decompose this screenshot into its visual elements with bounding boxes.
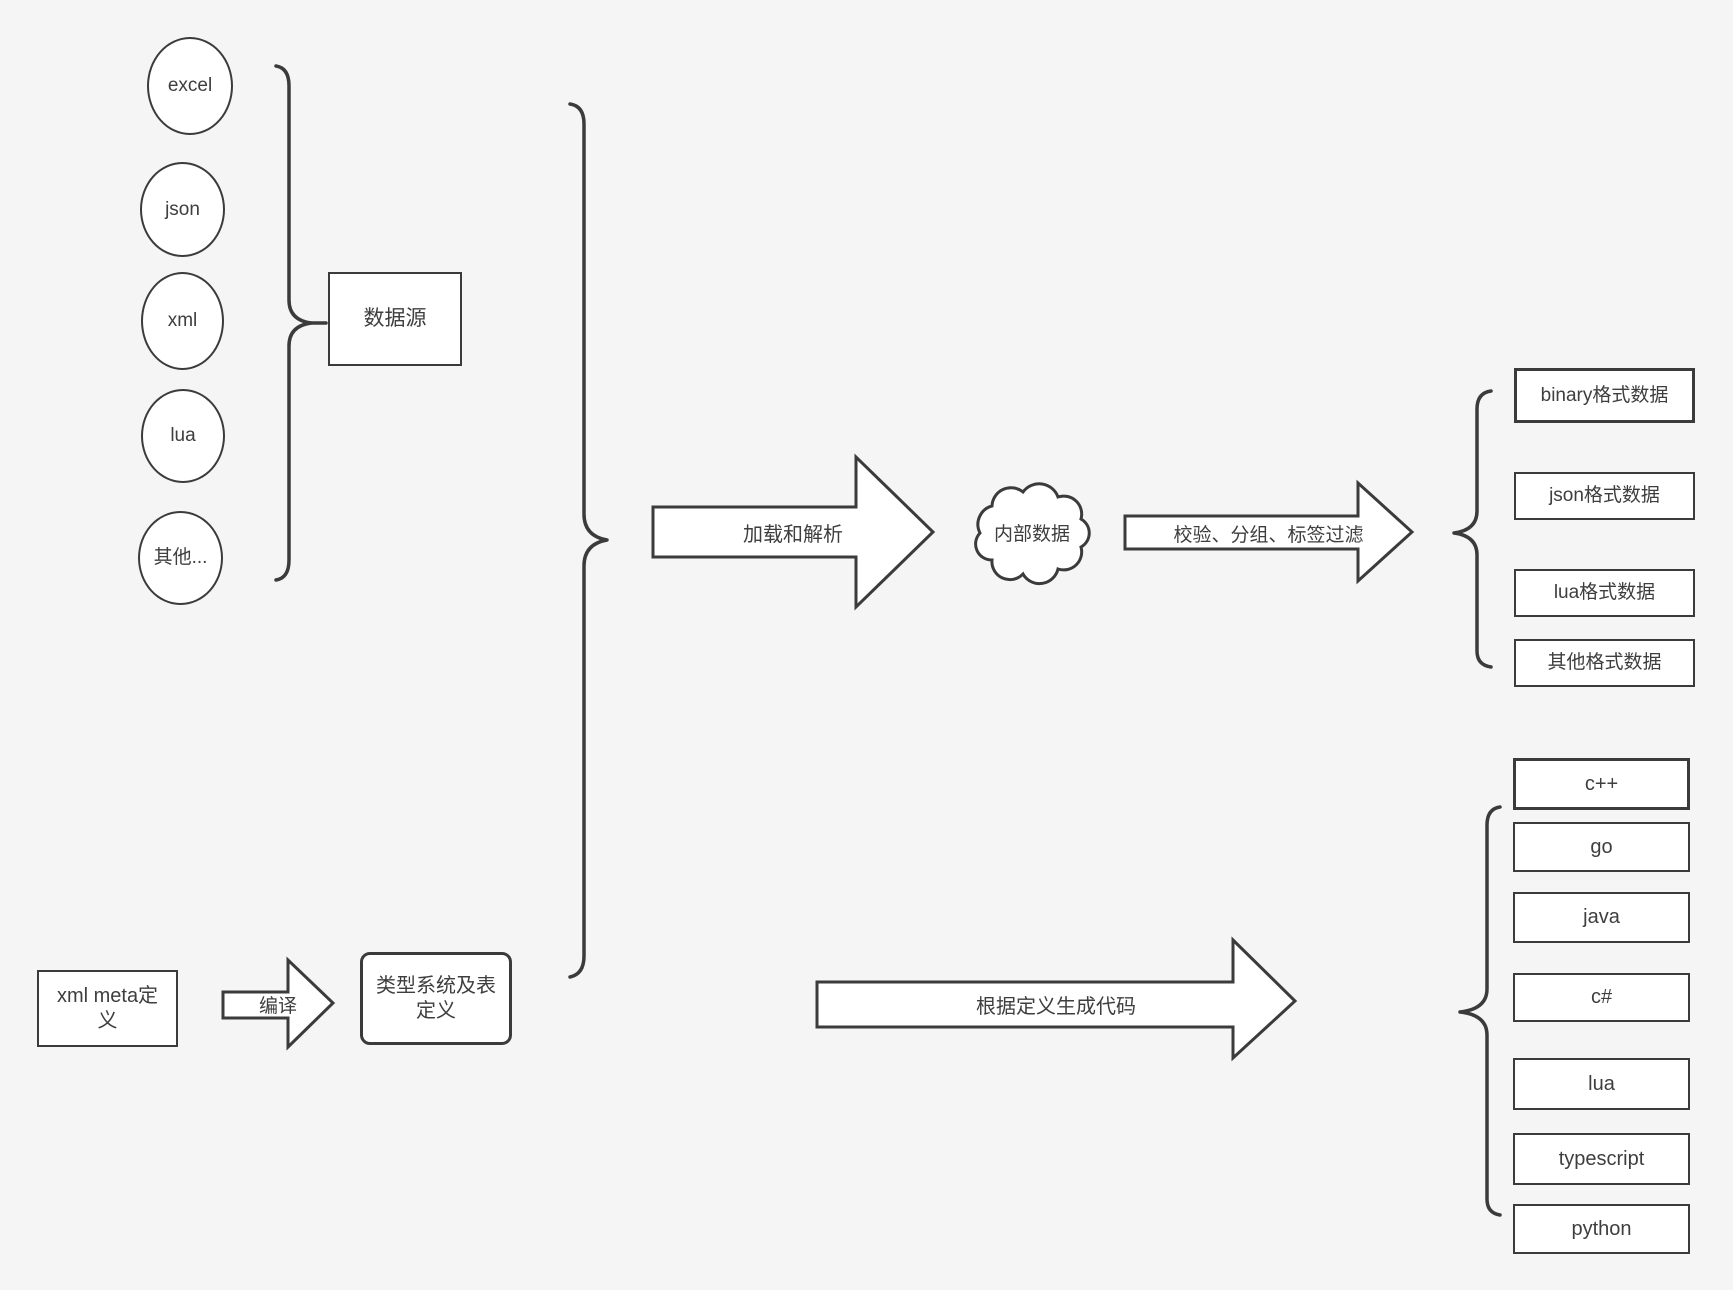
languages-brace <box>1458 805 1502 1217</box>
format-box-json: json格式数据 <box>1514 472 1695 520</box>
format-label-binary: binary格式数据 <box>1540 384 1669 406</box>
compile-arrow <box>221 956 336 1051</box>
language-box-typescript: typescript <box>1513 1133 1690 1185</box>
internal-data-cloud <box>974 482 1091 586</box>
language-label-lua: lua <box>1588 1072 1615 1095</box>
format-box-lua: lua格式数据 <box>1514 569 1695 617</box>
sources-brace <box>274 64 313 582</box>
inputs-brace <box>568 102 609 979</box>
source-label-other: 其他... <box>153 547 208 569</box>
load-parse-arrow <box>651 453 936 611</box>
data-source-label: 数据源 <box>363 306 427 330</box>
format-label-other: 其他格式数据 <box>1547 652 1662 674</box>
xml-meta-label: xml meta定义 <box>56 984 159 1032</box>
language-box-cpp: c++ <box>1513 758 1690 810</box>
format-box-binary: binary格式数据 <box>1514 368 1695 423</box>
format-label-json: json格式数据 <box>1549 485 1660 507</box>
format-label-lua: lua格式数据 <box>1553 582 1656 604</box>
language-label-typescript: typescript <box>1558 1147 1645 1170</box>
language-label-python: python <box>1571 1217 1632 1240</box>
source-label-lua: lua <box>170 425 196 447</box>
language-label-go: go <box>1590 835 1613 858</box>
format-box-other: 其他格式数据 <box>1514 639 1695 687</box>
language-box-lua: lua <box>1513 1058 1690 1110</box>
source-ellipse-excel: excel <box>147 37 233 135</box>
source-ellipse-lua: lua <box>141 389 225 483</box>
source-ellipse-other: 其他... <box>138 511 223 605</box>
source-label-json: json <box>165 198 200 220</box>
language-box-java: java <box>1513 892 1690 943</box>
type-system-label: 类型系统及表定义 <box>376 974 496 1022</box>
data-source-box: 数据源 <box>328 272 462 366</box>
formats-brace <box>1452 389 1493 669</box>
language-box-python: python <box>1513 1204 1690 1254</box>
language-label-cpp: c++ <box>1584 772 1619 795</box>
language-box-csharp: c# <box>1513 973 1690 1022</box>
filter-arrow <box>1123 479 1415 585</box>
type-system-box: 类型系统及表定义 <box>360 952 512 1045</box>
language-box-go: go <box>1513 822 1690 872</box>
language-label-java: java <box>1583 906 1620 928</box>
source-ellipse-json: json <box>140 162 225 257</box>
source-label-xml: xml <box>167 310 198 332</box>
codegen-arrow <box>815 936 1298 1062</box>
source-label-excel: excel <box>167 75 213 97</box>
source-ellipse-xml: xml <box>141 272 224 370</box>
xml-meta-box: xml meta定义 <box>37 970 178 1047</box>
language-label-csharp: c# <box>1590 986 1613 1008</box>
